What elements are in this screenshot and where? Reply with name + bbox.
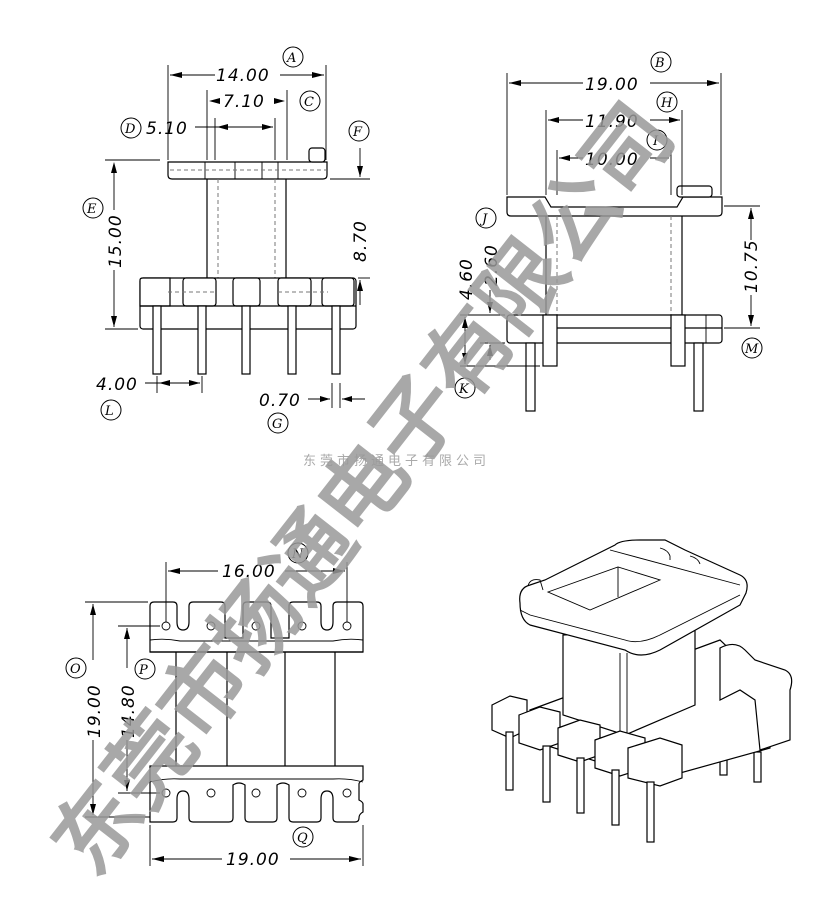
- dim-b-value: 19.00: [585, 75, 639, 95]
- dim-j-value: 2.60: [482, 244, 502, 286]
- label-m: M: [744, 342, 759, 357]
- bottom-view: 16.00 N O 19.00 P 14.80 Q 19.00: [65, 542, 364, 870]
- label-k: K: [458, 382, 470, 397]
- label-f: F: [352, 125, 363, 140]
- label-l: L: [104, 404, 114, 419]
- dim-d-value: 5.10: [146, 119, 188, 139]
- label-p: P: [138, 663, 148, 678]
- label-n: N: [291, 547, 304, 562]
- front-view: 14.00 A 7.10 C D 5.10 E 15.00 F 8.70 4.0…: [82, 46, 371, 434]
- dim-c-value: 7.10: [223, 92, 265, 112]
- dim-k-value: 4.60: [457, 258, 477, 300]
- label-c: C: [304, 95, 314, 110]
- company-caption: 东莞市扬通电子有限公司: [303, 453, 490, 469]
- dim-e-value: 15.00: [106, 214, 126, 268]
- dim-l-value: 4.00: [96, 375, 138, 395]
- dim-f-value: 8.70: [351, 220, 371, 262]
- label-e: E: [86, 202, 97, 217]
- label-d: D: [124, 122, 136, 137]
- dim-o-value: 19.00: [85, 684, 105, 738]
- dim-h-value: 11.90: [585, 112, 639, 132]
- dim-n-value: 16.00: [222, 562, 276, 582]
- label-o: O: [70, 662, 81, 677]
- label-i: I: [652, 134, 659, 149]
- dim-i-value: 10.00: [585, 150, 639, 170]
- dim-p-value: 14.80: [119, 684, 139, 738]
- label-a: A: [286, 51, 296, 66]
- label-j: J: [479, 212, 488, 227]
- label-b: B: [654, 56, 665, 71]
- label-q: Q: [297, 831, 308, 846]
- dim-m-value: 10.75: [742, 239, 762, 293]
- dim-a-value: 14.00: [216, 66, 270, 86]
- label-h: H: [660, 96, 673, 111]
- dim-q-value: 19.00: [226, 850, 280, 870]
- dim-g-value: 0.70: [259, 391, 301, 411]
- iso-view: [491, 539, 793, 843]
- label-g: G: [272, 417, 282, 432]
- side-view: 19.00 B 11.90 H 10.00 I J 2.60 4.60 K 10…: [454, 51, 763, 412]
